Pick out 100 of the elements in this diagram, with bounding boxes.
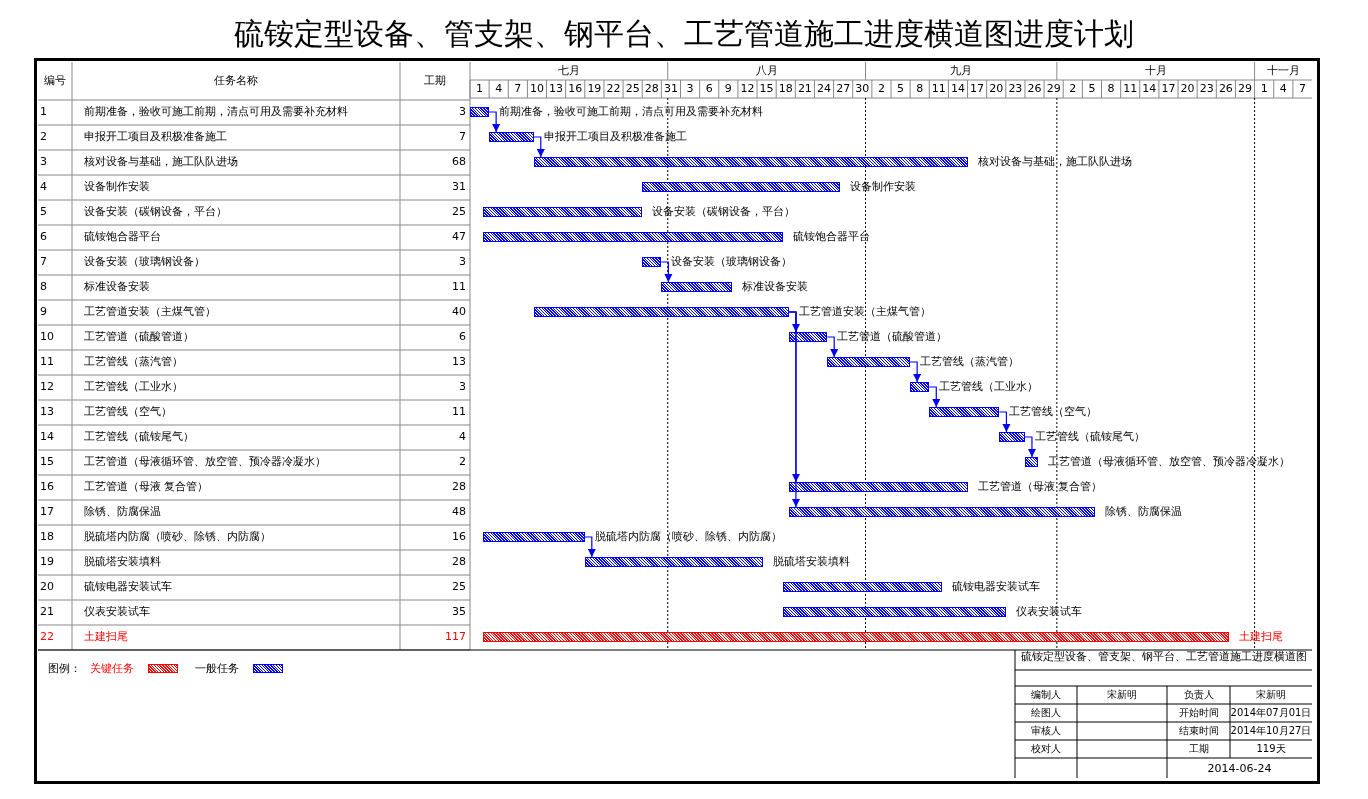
duration-value: 31 — [451, 180, 466, 194]
column-header: 任务名称 — [213, 74, 259, 88]
day-label: 2 — [1068, 82, 1078, 96]
row-number: 15 — [40, 455, 55, 469]
bar-label: 申报开工项目及积极准备施工 — [543, 130, 687, 144]
task-bar — [788, 332, 828, 342]
bar-label: 脱硫塔内防腐（喷砂、除锈、内防腐） — [594, 530, 782, 544]
duration-value: 2 — [458, 455, 466, 469]
duration-value: 25 — [451, 580, 466, 594]
bar-label: 工艺管道（母液 复合管） — [977, 480, 1103, 494]
dependency-arrow — [533, 136, 545, 158]
month-label: 十一月 — [1265, 64, 1301, 78]
row-number: 12 — [40, 380, 55, 394]
task-name: 工艺管线（蒸汽管） — [84, 355, 184, 369]
duration-value: 48 — [451, 505, 466, 519]
duration-value: 68 — [451, 155, 466, 169]
day-label: 19 — [586, 82, 603, 96]
task-bar — [533, 307, 789, 317]
bar-label: 设备安装（碳钢设备，平台） — [652, 205, 796, 219]
task-bar — [788, 507, 1096, 517]
title-block-text: 负责人 — [1182, 688, 1215, 702]
duration-value: 11 — [451, 405, 466, 419]
task-bar — [482, 532, 585, 542]
bar-label: 工艺管线（蒸汽管） — [920, 355, 1020, 369]
row-number: 17 — [40, 505, 55, 519]
day-label: 29 — [1237, 82, 1253, 96]
dependency-arrow — [660, 261, 673, 283]
day-label: 26 — [1217, 82, 1234, 96]
task-name: 核对设备与基础，施工队队进场 — [84, 155, 239, 169]
row-number: 13 — [40, 405, 55, 419]
task-name: 设备安装（碳钢设备，平台） — [84, 205, 228, 219]
bar-label: 工艺管道（母液循环管、放空管、预冷器冷凝水） — [1047, 455, 1290, 469]
column-header: 工期 — [423, 74, 447, 88]
row-number: 16 — [40, 480, 55, 494]
duration-value: 3 — [458, 255, 466, 269]
day-label: 21 — [796, 82, 813, 96]
task-bar — [533, 157, 968, 167]
day-label: 20 — [1179, 82, 1196, 96]
bar-label: 工艺管线（工业水） — [939, 380, 1039, 394]
duration-value: 16 — [451, 530, 466, 544]
day-label: 22 — [605, 82, 622, 96]
duration-value: 117 — [444, 630, 466, 644]
day-label: 17 — [969, 82, 986, 96]
day-label: 2 — [876, 82, 886, 96]
day-label: 20 — [988, 82, 1005, 96]
month-label: 九月 — [949, 64, 974, 78]
day-label: 4 — [494, 82, 504, 96]
day-label: 15 — [758, 82, 775, 96]
day-label: 13 — [548, 82, 565, 96]
bar-label: 土建扫尾 — [1239, 630, 1284, 644]
dependency-arrow — [998, 411, 1011, 433]
row-number: 18 — [40, 530, 55, 544]
day-label: 25 — [624, 82, 641, 96]
duration-value: 28 — [451, 480, 466, 494]
page-title: 硫铵定型设备、管支架、钢平台、工艺管道施工进度横道图进度计划 — [233, 16, 1135, 52]
task-name: 工艺管道安装（主煤气管） — [84, 305, 217, 319]
title-block-text: 绘图人 — [1030, 706, 1062, 720]
duration-value: 7 — [458, 130, 466, 144]
day-label: 23 — [1198, 82, 1215, 96]
row-number: 20 — [40, 580, 55, 594]
row-number: 3 — [40, 155, 48, 169]
task-name: 工艺管线（空气） — [84, 405, 173, 419]
day-label: 18 — [777, 82, 794, 96]
title-block-text: 2014年07月01日 — [1230, 706, 1312, 720]
day-label: 23 — [1007, 82, 1024, 96]
day-label: 11 — [1122, 82, 1139, 96]
task-name: 设备制作安装 — [84, 180, 151, 194]
legend-heading: 图例： — [48, 662, 81, 676]
task-name: 工艺管线（硫铵尾气） — [84, 430, 195, 444]
title-block-date: 2014-06-24 — [1206, 762, 1273, 776]
duration-value: 47 — [451, 230, 466, 244]
row-number: 21 — [40, 605, 55, 619]
bar-label: 硫铵电器安装试车 — [952, 580, 1040, 594]
drawing-title: 硫铵定型设备、管支架、钢平台、工艺管道施工进度横道图 — [1019, 650, 1308, 664]
task-name: 工艺管道（母液循环管、放空管、预冷器冷凝水） — [84, 455, 327, 469]
day-label: 3 — [685, 82, 695, 96]
task-bar — [999, 432, 1025, 442]
task-bar — [782, 582, 942, 592]
bar-label: 设备安装（玻璃钢设备） — [671, 255, 793, 269]
title-block-text: 结束时间 — [1177, 724, 1220, 738]
row-number: 11 — [40, 355, 55, 369]
duration-value: 6 — [458, 330, 466, 344]
row-number: 2 — [40, 130, 48, 144]
task-bar — [827, 357, 911, 367]
legend-label: 关键任务 — [90, 662, 134, 676]
dependency-arrow — [488, 111, 501, 133]
task-bar — [782, 607, 1006, 617]
legend-label: 一般任务 — [195, 662, 239, 676]
title-block-text: 审核人 — [1030, 724, 1062, 738]
bar-label: 仪表安装试车 — [1015, 605, 1082, 619]
dependency-arrow — [584, 536, 596, 558]
duration-value: 40 — [451, 305, 466, 319]
bar-label: 硫铵饱合器平台 — [792, 230, 870, 244]
task-bar — [788, 482, 968, 492]
month-label: 十月 — [1143, 64, 1168, 78]
title-block-text: 工期 — [1187, 742, 1210, 756]
task-name: 仪表安装试车 — [84, 605, 151, 619]
day-label: 12 — [739, 82, 756, 96]
title-block-text: 校对人 — [1030, 742, 1062, 756]
day-label: 9 — [723, 82, 733, 96]
